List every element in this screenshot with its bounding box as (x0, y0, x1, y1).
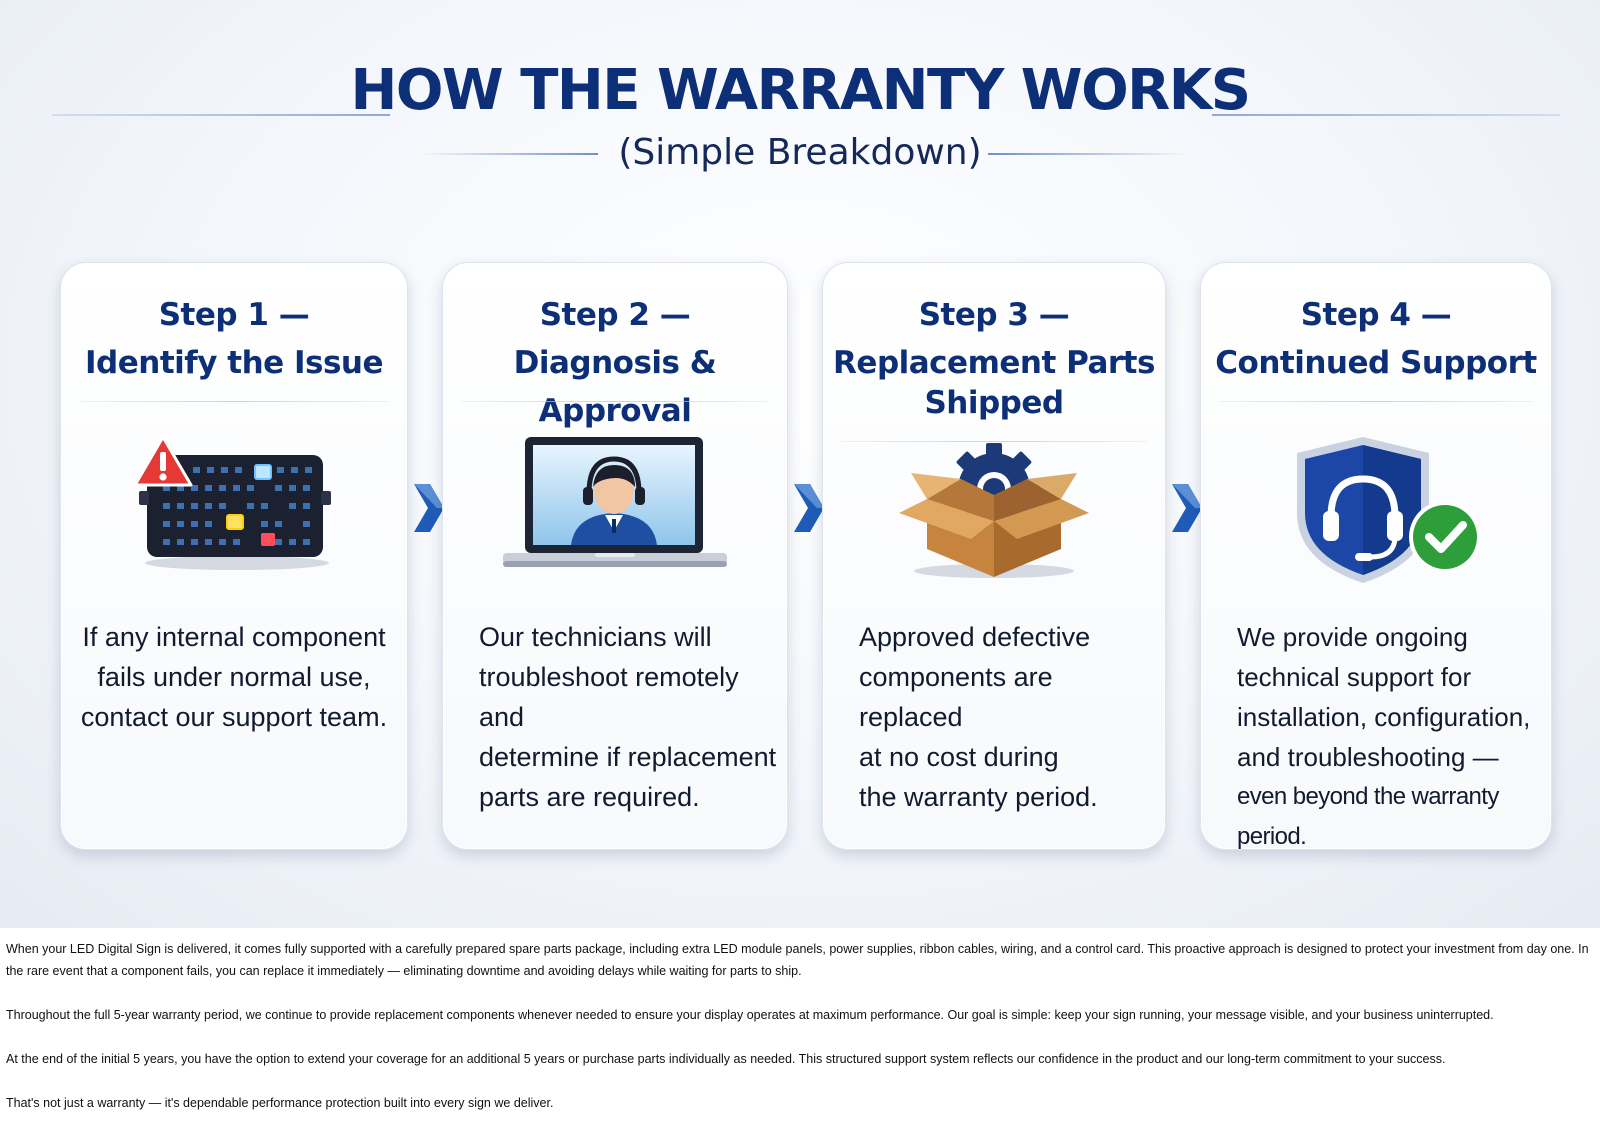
step-title-line: Shipped (924, 385, 1064, 421)
body-paragraph: At the end of the initial 5 years, you h… (6, 1052, 1446, 1066)
led-module-alert-icon (133, 435, 331, 570)
description-line: fails under normal use, (97, 662, 371, 692)
card-divider (841, 441, 1147, 442)
chevron-right-icon (794, 484, 824, 532)
chevron-right-icon (1172, 484, 1202, 532)
step-title-line: Diagnosis & Approval (513, 345, 717, 429)
page-title: HOW THE WARRANTY WORKS (350, 58, 1251, 123)
body-paragraph: Throughout the full 5-year warranty peri… (6, 1008, 1494, 1022)
step-title-line: Identify the Issue (85, 345, 384, 381)
step-description: If any internal component fails under no… (61, 617, 407, 737)
step-heading: Step 1 — Identify the Issue (61, 291, 407, 387)
title-rule-left (52, 114, 390, 116)
page-subtitle: (Simple Breakdown) (618, 132, 982, 173)
step-card-1: Step 1 — Identify the Issue If any (60, 262, 408, 850)
laptop-technician-icon (503, 437, 727, 567)
card-divider (79, 401, 389, 402)
step-title-line: Continued Support (1215, 345, 1537, 381)
step-description: Our technicians will troubleshoot remote… (443, 617, 787, 817)
step-card-4: Step 4 — Continued Support We provide on… (1200, 262, 1552, 850)
description-line: the warranty period. (859, 782, 1098, 812)
subtitle-rule-right (988, 153, 1188, 155)
step-title-line: Replacement Parts (833, 345, 1155, 381)
description-line: technical support for (1237, 662, 1472, 692)
title-rule-right (1212, 114, 1560, 116)
step-card-3: Step 3 — Replacement Parts Shipped (822, 262, 1166, 850)
warranty-infographic: HOW THE WARRANTY WORKS (Simple Breakdown… (0, 0, 1600, 928)
step-description: Approved defective components are replac… (823, 617, 1165, 817)
body-paragraph: When your LED Digital Sign is delivered,… (6, 942, 1589, 978)
step-heading: Step 2 — Diagnosis & Approval (443, 291, 787, 435)
description-line: We provide ongoing (1237, 622, 1468, 652)
description-line: Approved defective (859, 622, 1091, 652)
step-label: Step 1 — (158, 297, 310, 333)
step-heading: Step 4 — Continued Support (1201, 291, 1551, 387)
description-line: installation, configuration, (1237, 702, 1531, 732)
card-divider (1219, 401, 1533, 402)
description-line: determine if replacement (479, 742, 777, 772)
description-line: Our technicians will (479, 622, 712, 652)
step-description: We provide ongoing technical support for… (1201, 617, 1551, 857)
description-line: contact our support team. (80, 702, 388, 732)
description-line: components are replaced (859, 662, 1053, 732)
step-label: Step 2 — (539, 297, 691, 333)
description-line: and troubleshooting — (1237, 742, 1499, 772)
box-gear-icon (899, 443, 1089, 578)
description-line: at no cost during (859, 742, 1059, 772)
subtitle-rule-left (420, 153, 598, 155)
step-card-2: Step 2 — Diagnosis & Approval (442, 262, 788, 850)
shield-headset-check-icon (1297, 437, 1481, 583)
description-line: parts are required. (479, 782, 700, 812)
step-heading: Step 3 — Replacement Parts Shipped (823, 291, 1165, 427)
body-paragraph: That's not just a warranty — it's depend… (6, 1096, 554, 1110)
card-divider (461, 401, 769, 402)
chevron-right-icon (414, 484, 444, 532)
step-label: Step 4 — (1300, 297, 1452, 333)
description-line: If any internal component (82, 622, 386, 652)
description-line: even beyond the warranty period. (1237, 783, 1499, 850)
description-line: troubleshoot remotely and (479, 662, 739, 732)
step-label: Step 3 — (918, 297, 1070, 333)
